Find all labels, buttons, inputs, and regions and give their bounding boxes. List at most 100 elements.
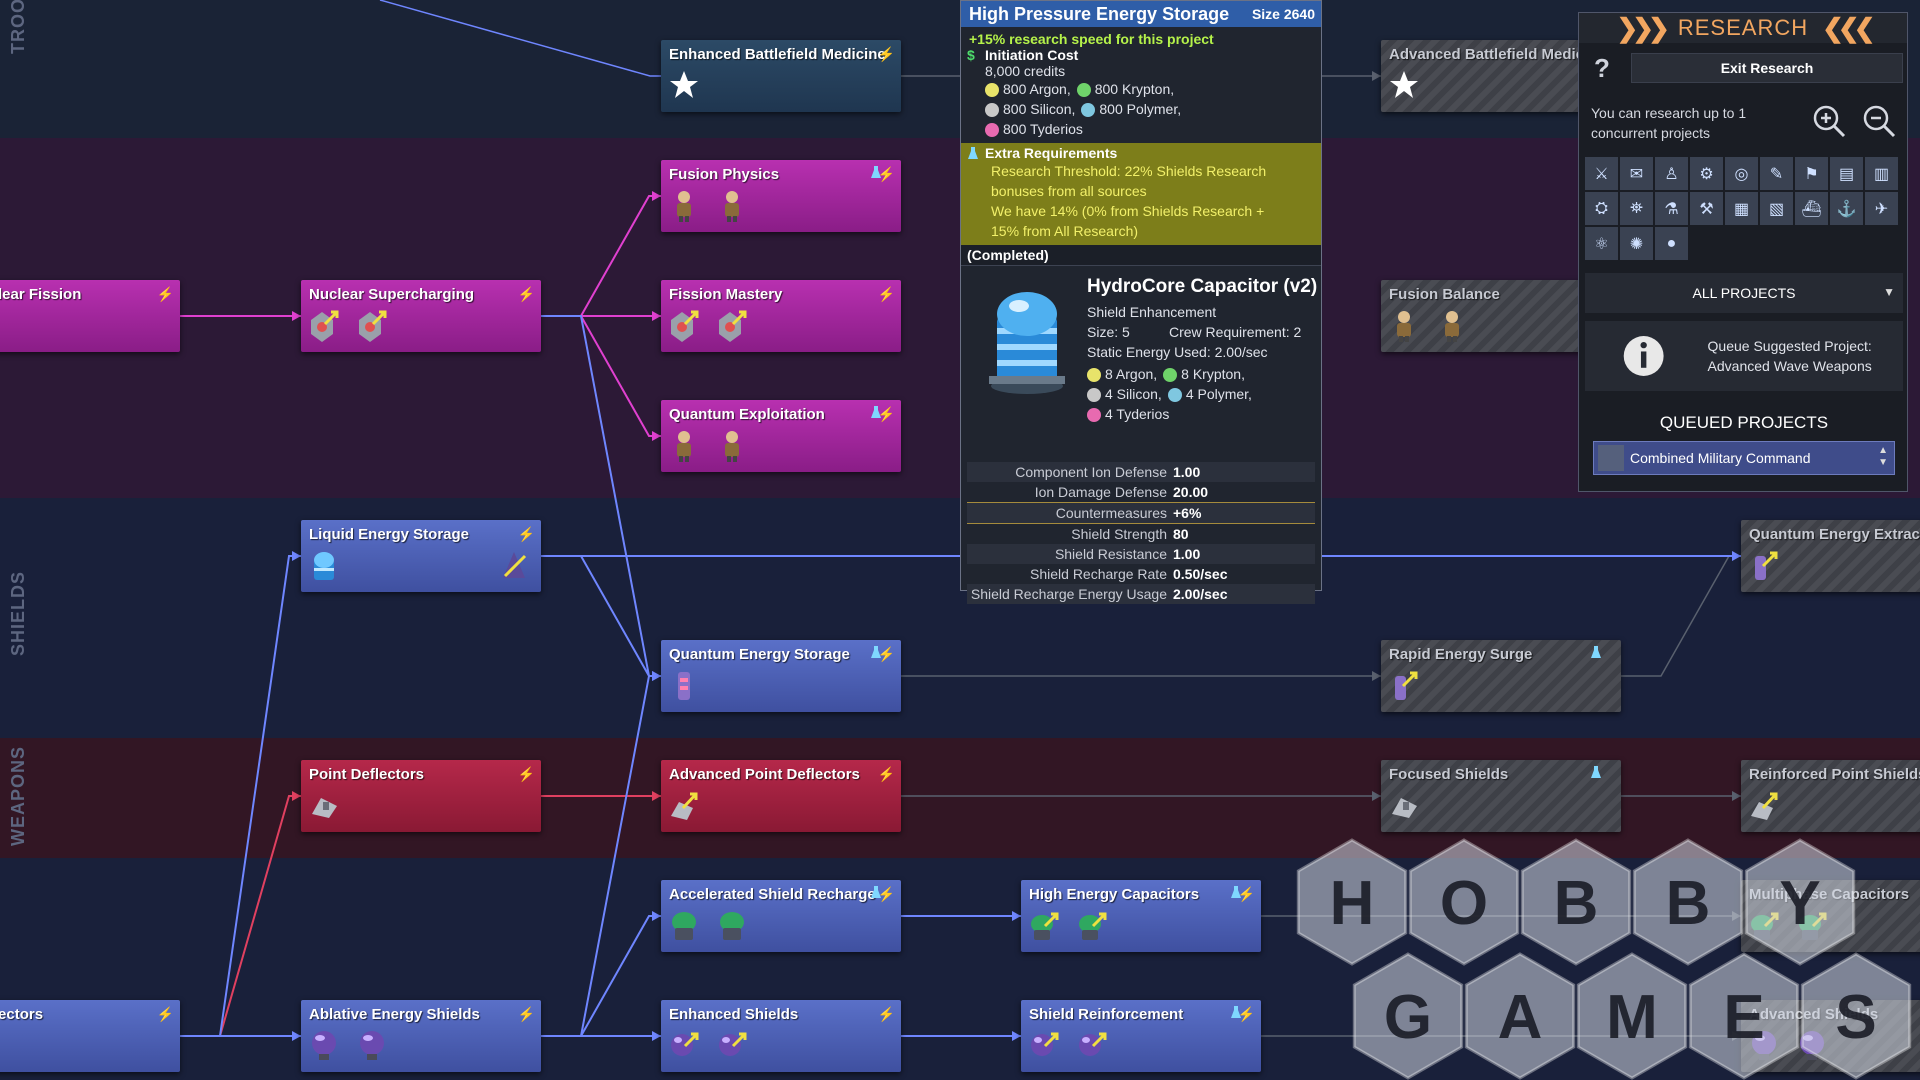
category-filter-icon[interactable]: ⚒: [1690, 192, 1723, 225]
category-filter-icon[interactable]: ⚑: [1795, 157, 1828, 190]
research-node-label: Liquid Energy Storage: [309, 526, 470, 543]
exit-research-button[interactable]: Exit Research: [1631, 53, 1903, 83]
lightning-icon: ⚡: [877, 766, 895, 782]
deflector-upgrade-icon: [1751, 792, 1778, 820]
zoom-out-icon[interactable]: [1861, 103, 1897, 139]
queue-suggested-button[interactable]: Queue Suggested Project: Advanced Wave W…: [1585, 321, 1903, 391]
queued-project-label: Combined Military Command: [1630, 450, 1811, 466]
crewman-icon: [1397, 311, 1411, 342]
stat-value: 80: [1173, 526, 1189, 542]
research-node-accelerated-shield-recharge[interactable]: Accelerated Shield Recharge⚡: [661, 880, 901, 952]
link-arrow: [292, 1031, 301, 1041]
research-node-point-deflectors[interactable]: Point Deflectors⚡: [301, 760, 541, 832]
resource-item: 4 Tyderios: [1087, 404, 1169, 424]
resource-item: 8 Argon,: [1087, 364, 1157, 384]
category-filter-icon[interactable]: ⚓: [1830, 192, 1863, 225]
resource-row: 800 Argon, 800 Krypton,: [961, 79, 1321, 99]
category-filter-icon[interactable]: ▤: [1830, 157, 1863, 190]
project-filter-dropdown[interactable]: ALL PROJECTS ▼: [1585, 273, 1903, 313]
category-filter-icon[interactable]: ⛯: [1620, 192, 1653, 225]
help-button[interactable]: ?: [1594, 53, 1610, 83]
link-arrow: [652, 791, 661, 801]
category-filter-icon[interactable]: ⛭: [1585, 192, 1618, 225]
research-panel: ❯❯❯ RESEARCH ❮❮❮ ? Exit Research You can…: [1578, 12, 1908, 492]
category-filter-icon[interactable]: ✎: [1760, 157, 1793, 190]
category-filter-icon[interactable]: ▦: [1725, 192, 1758, 225]
deflector-icon: [312, 798, 337, 818]
research-node-reinforced-point-shields[interactable]: Reinforced Point Shields: [1741, 760, 1920, 832]
zoom-in-icon[interactable]: [1811, 103, 1847, 139]
research-node-fusion-physics[interactable]: Fusion Physics⚡: [661, 160, 901, 232]
research-node-enhanced-battlefield-medicine[interactable]: Enhanced Battlefield Medicine⚡: [661, 40, 901, 112]
battery-upgrade-icon: [1755, 551, 1778, 580]
research-node-quantum-exploitation[interactable]: Quantum Exploitation⚡: [661, 400, 901, 472]
research-node-nuclear-supercharging[interactable]: Nuclear Supercharging⚡: [301, 280, 541, 352]
tree-link: [541, 675, 661, 1037]
research-node-shield-reinforcement[interactable]: Shield Reinforcement⚡: [1021, 1000, 1261, 1072]
link-arrow: [292, 311, 301, 321]
reorder-arrows-icon[interactable]: ▲▼: [1878, 445, 1888, 468]
command-icon: [1598, 445, 1624, 471]
category-filter-icon[interactable]: ⚙: [1690, 157, 1723, 190]
category-filter-icon[interactable]: ⚗: [1655, 192, 1688, 225]
node-icons: [1749, 788, 1779, 822]
research-node-focused-shields[interactable]: Focused Shields: [1381, 760, 1621, 832]
watermark-letter: S: [1835, 983, 1876, 1052]
research-node-label: Enhanced Battlefield Medicine: [669, 46, 886, 63]
resource-amount: 800 Krypton,: [1094, 80, 1175, 97]
queued-project-item[interactable]: Combined Military Command ▲▼: [1593, 441, 1895, 475]
resource-amount: 800 Argon,: [1003, 80, 1071, 97]
research-node-enhanced-shields[interactable]: Enhanced Shields⚡: [661, 1000, 901, 1072]
research-node-label: Rapid Energy Surge: [1389, 646, 1533, 663]
category-filter-icon[interactable]: ⚛: [1585, 227, 1618, 260]
link-arrow: [292, 791, 301, 801]
battery-upgrade-icon: [1395, 671, 1418, 700]
lightning-icon: ⚡: [877, 886, 895, 902]
research-node-quantum-energy-extract[interactable]: Quantum Energy Extract: [1741, 520, 1920, 592]
tree-link: [180, 795, 301, 1037]
extra-requirement-line: Research Threshold: 22% Shields Research: [991, 163, 1267, 179]
research-node-high-energy-capacitors[interactable]: High Energy Capacitors⚡: [1021, 880, 1261, 952]
concurrent-projects-info: You can research up to 1 concurrent proj…: [1591, 105, 1747, 141]
stat-label: Shield Recharge Energy Usage: [970, 586, 1167, 602]
category-filter-icon[interactable]: ✺: [1620, 227, 1653, 260]
category-filter-icon[interactable]: ▥: [1865, 157, 1898, 190]
research-node-advanced-point-deflectors[interactable]: Advanced Point Deflectors⚡: [661, 760, 901, 832]
shield-gen-icon: [720, 912, 744, 940]
research-node-fission-mastery[interactable]: Fission Mastery⚡: [661, 280, 901, 352]
resource-orb-icon: [985, 123, 999, 138]
link-arrow: [1732, 551, 1741, 561]
node-icons: [669, 668, 699, 702]
flask-icon: [1591, 766, 1601, 778]
research-node-liquid-energy-storage[interactable]: Liquid Energy Storage⚡: [301, 520, 541, 592]
research-node-deflectors[interactable]: ed Deflectors⚡: [0, 1000, 180, 1072]
resource-orb-icon: [985, 103, 999, 118]
link-arrow: [1732, 791, 1741, 801]
category-filter-icon[interactable]: ▧: [1760, 192, 1793, 225]
category-filter-icon[interactable]: ✉: [1620, 157, 1653, 190]
stat-label: Shield Strength: [1071, 526, 1167, 542]
category-filter-icon[interactable]: ●: [1655, 227, 1688, 260]
research-node-nuclear-fission[interactable]: ed Nuclear Fission⚡: [0, 280, 180, 352]
resource-orb-icon: [1167, 388, 1182, 403]
category-filter-icon[interactable]: ♙: [1655, 157, 1688, 190]
category-filter-icon[interactable]: ⛴: [1795, 192, 1828, 225]
node-icons: [309, 788, 339, 822]
node-icons: [309, 1028, 387, 1062]
research-node-rapid-energy-surge[interactable]: Rapid Energy Surge: [1381, 640, 1621, 712]
category-filter-icon[interactable]: ⚔: [1585, 157, 1618, 190]
category-filter-icon[interactable]: ✈: [1865, 192, 1898, 225]
research-node-label: ed Deflectors: [0, 1006, 44, 1023]
watermark-letter: A: [1498, 983, 1543, 1052]
crewman-icon: [677, 191, 691, 222]
shield-orb-upgrade-icon: [1079, 1032, 1107, 1056]
research-node-label: Ablative Energy Shields: [309, 1006, 480, 1023]
category-filter-icon[interactable]: ◎: [1725, 157, 1758, 190]
research-node-quantum-energy-storage[interactable]: Quantum Energy Storage⚡: [661, 640, 901, 712]
crewman-icon: [725, 191, 739, 222]
shield-orb-upgrade-icon: [719, 1032, 747, 1056]
research-node-ablative-energy-shields[interactable]: Ablative Energy Shields⚡: [301, 1000, 541, 1072]
